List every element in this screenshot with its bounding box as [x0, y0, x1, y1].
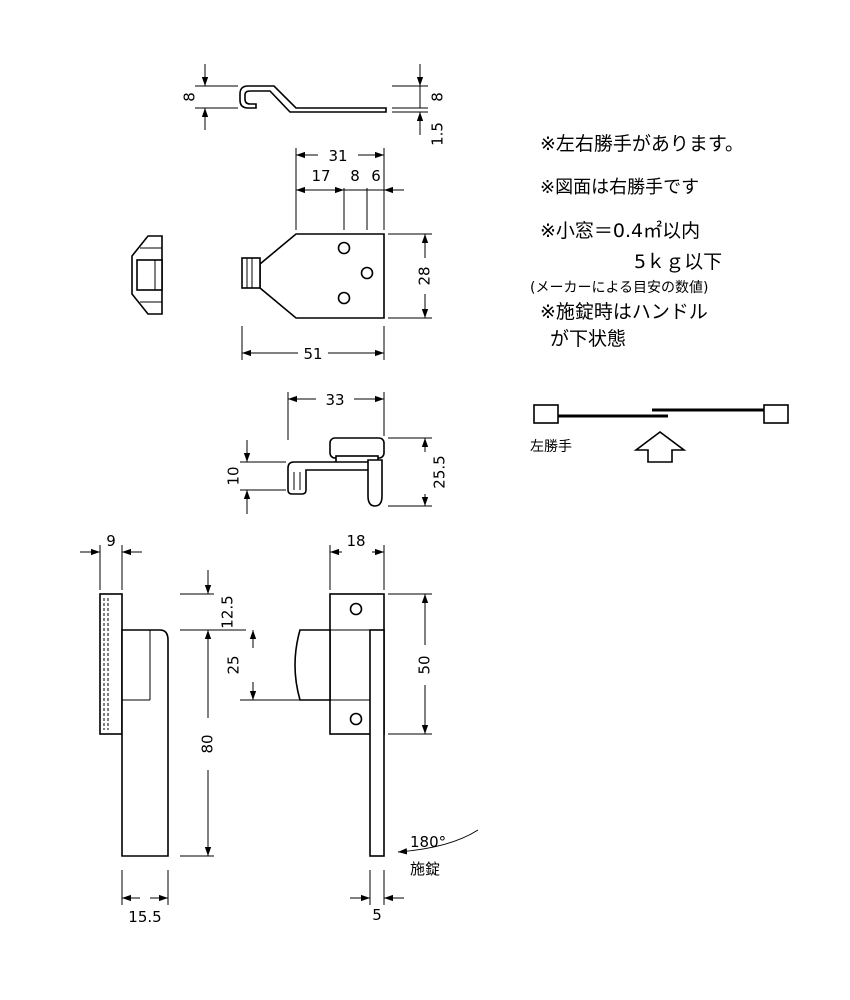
dim-top-hook-height-right: 8 [429, 92, 447, 102]
catch-end-slot [136, 259, 163, 291]
notes: ※左右勝手があります。 ※図面は右勝手です ※小窓＝0.4㎡以内 5ｋｇ以下 (… [530, 133, 744, 350]
dim-handle-top-offset: 12.5 [219, 595, 237, 628]
dim-top-hook-thickness: 1.5 [429, 122, 447, 146]
screw-hole-3 [337, 291, 351, 305]
top-hook-view: 8 8 1.5 [181, 64, 447, 146]
dim-front-lever-width: 5 [372, 906, 382, 924]
front-hole-top [349, 602, 363, 616]
screw-hole-1 [337, 241, 351, 255]
screw-hole-2 [360, 266, 374, 280]
dim-handle-grip: 25 [225, 655, 243, 674]
front-hole-bottom [349, 712, 363, 726]
dim-catch-length: 51 [303, 345, 322, 363]
dim-plate-seg-a: 17 [311, 167, 330, 185]
note-drawing-right: ※図面は右勝手です [540, 177, 699, 198]
hook-strip [239, 85, 387, 113]
note-maker-guideline: (メーカーによる目安の数値) [530, 280, 709, 296]
hand-box-right [763, 404, 789, 424]
catch-boss [241, 257, 261, 289]
rotation-arrow [397, 829, 479, 855]
catch-end-view [131, 235, 163, 315]
rotation-action: 施錠 [410, 860, 440, 878]
dim-plate-height: 28 [416, 266, 434, 285]
note-weight: 5ｋｇ以下 [634, 251, 722, 273]
dim-handle-length: 80 [199, 734, 217, 753]
front-lever [369, 629, 385, 857]
handle-body [121, 629, 169, 857]
catch-plate-view: 31 17 8 6 28 51 [241, 147, 434, 363]
hand-label: 左勝手 [530, 439, 572, 455]
hook-lever [367, 459, 383, 507]
handle-side-view: 9 12.5 80 25 15.5 [80, 532, 300, 926]
dim-plate-width-total: 31 [328, 147, 347, 165]
note-locked-state: ※施錠時はハンドル [540, 301, 708, 323]
rotation-angle: 180° [410, 833, 446, 851]
dim-plate-seg-b: 8 [350, 167, 360, 185]
hand-box-left [533, 404, 559, 424]
hook-view: 33 10 25.5 [225, 391, 449, 514]
note-window-area: ※小窓＝0.4㎡以内 [540, 219, 700, 242]
note-handle-down: が下状態 [550, 328, 626, 350]
dim-hook-length: 33 [325, 391, 344, 409]
handle-base-plate [99, 593, 123, 735]
up-arrow-icon [633, 431, 687, 463]
dim-front-plate-height: 50 [416, 655, 434, 674]
left-hand-diagram: 左勝手 [530, 404, 789, 463]
hook-arm [287, 461, 371, 495]
front-grip [294, 629, 331, 701]
dim-front-width: 18 [346, 532, 365, 550]
dim-top-hook-height: 8 [181, 92, 199, 102]
note-hand-variants: ※左右勝手があります。 [540, 133, 744, 155]
hook-cap [329, 437, 385, 459]
handle-front-view: 18 50 5 180° 施錠 [294, 532, 479, 924]
dim-handle-base-depth: 15.5 [128, 908, 161, 926]
dim-hook-drop: 10 [225, 466, 243, 485]
dim-handle-thickness: 9 [106, 532, 116, 550]
dim-plate-seg-c: 6 [371, 167, 381, 185]
dim-hook-height: 25.5 [431, 455, 449, 488]
